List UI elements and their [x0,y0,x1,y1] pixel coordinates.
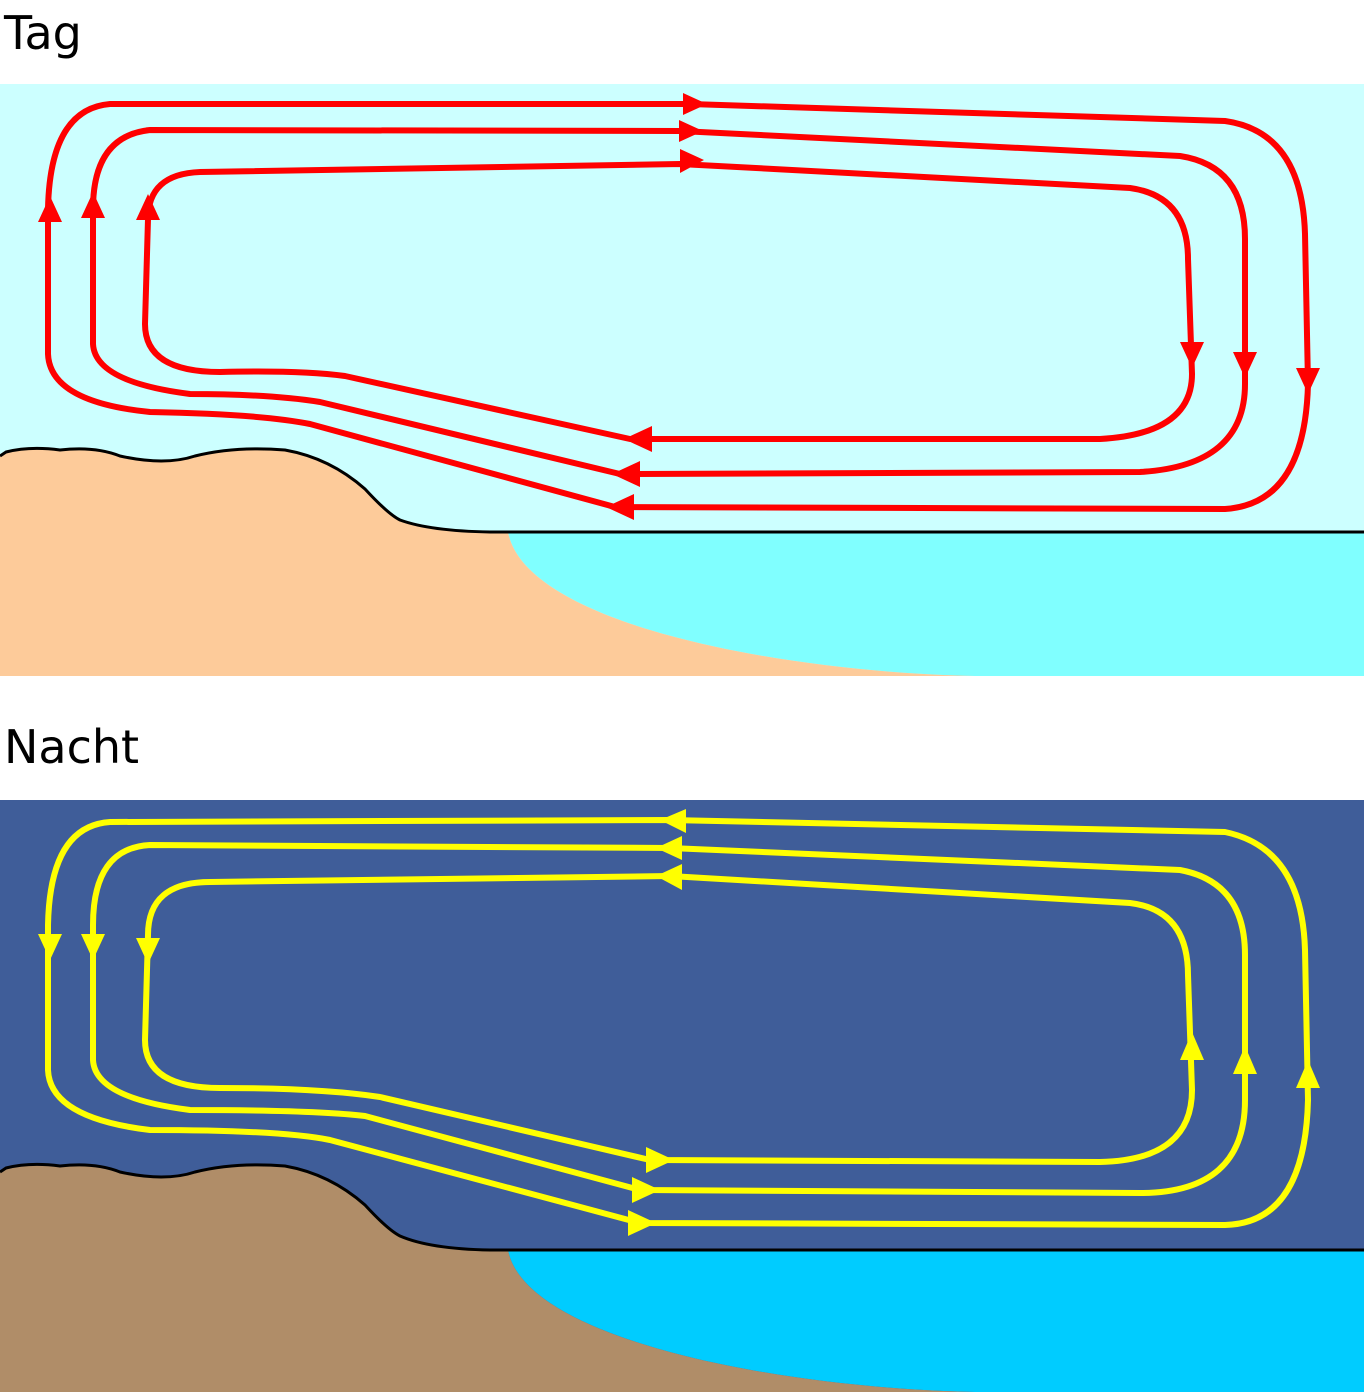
night-loop-outer [45,817,1311,1228]
day-arrow-left-outer [38,196,62,222]
night-arrow-top-middle [656,836,682,860]
night-arrow-bottom-inner [646,1147,674,1173]
day-shoreline [0,446,1364,534]
day-arrow-bottom-inner [624,426,652,452]
night-circulation-diagram [0,800,1364,1392]
day-scene [0,84,1364,676]
day-arrow-bottom-middle [612,461,640,487]
night-scene [0,800,1364,1392]
night-arrow-top-inner [656,864,682,890]
night-arrow-top-outer [660,809,686,833]
day-arrow-left-middle [81,192,105,218]
day-arrow-top-middle [679,120,703,142]
day-arrow-right-inner [1180,342,1204,368]
night-arrow-left-middle [81,934,105,960]
night-loop-inner [142,873,1195,1165]
day-arrow-top-outer [683,93,707,115]
day-loop-inner [142,161,1195,442]
night-arrow-right-middle [1233,1046,1257,1074]
night-arrow-left-outer [38,934,62,960]
day-arrow-left-inner [136,194,160,220]
day-panel-title: Tag [4,6,82,60]
day-circulation-diagram [0,84,1364,676]
night-land [0,1164,975,1392]
day-loop-outer [45,101,1311,512]
night-panel-title: Nacht [4,720,140,774]
night-circulation-loops [38,809,1320,1236]
night-arrow-left-inner [136,938,160,964]
day-circulation-loops [38,93,1320,520]
night-sea [508,1250,1364,1392]
night-arrow-bottom-outer [628,1210,656,1236]
day-loop-middle [90,127,1248,477]
night-shoreline [0,1162,1364,1252]
day-land [0,448,975,676]
day-sea [508,532,1364,676]
night-arrow-right-inner [1180,1032,1204,1060]
night-arrow-right-outer [1296,1060,1320,1088]
night-arrow-bottom-middle [632,1177,660,1203]
day-arrow-top-inner [680,149,704,173]
night-loop-middle [90,842,1248,1196]
day-arrow-right-outer [1296,368,1320,394]
day-arrow-bottom-outer [606,494,634,520]
day-arrow-right-middle [1233,352,1257,378]
